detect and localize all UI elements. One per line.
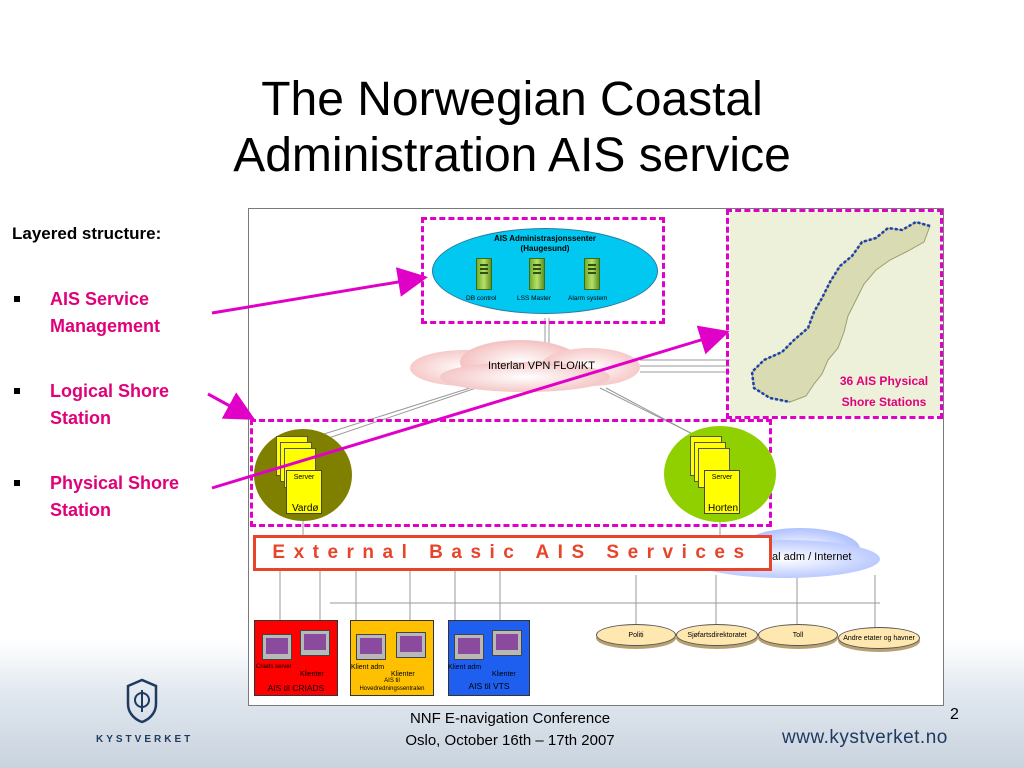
vts-box-label: AIS til VTS — [468, 681, 510, 691]
footer-conference: NNF E-navigation Conference Oslo, Octobe… — [340, 708, 680, 752]
criads-server-icon — [262, 634, 292, 660]
kystverket-logo-icon — [124, 678, 160, 724]
vardo-label: Vardø — [292, 503, 319, 514]
lss-master-label: LSS Master — [517, 295, 551, 302]
hovedredning-client-label: Klienter — [391, 671, 415, 678]
bullet-square-icon — [14, 296, 20, 302]
hovedredning-sub-label: AIS til — [384, 678, 400, 684]
kystverket-crest-icon — [126, 678, 158, 724]
db-control-label: DB control — [466, 295, 497, 302]
physical-stations-dashed-box — [726, 209, 943, 419]
agency-sjofartsdirektoratet[interactable]: Sjøfartsdirektoratet — [676, 624, 758, 646]
norway-coast-illustration — [750, 220, 931, 404]
footer-line-2: Oslo, October 16th – 17th 2007 — [405, 732, 615, 749]
kystverket-logo-text: KYSTVERKET — [96, 734, 194, 745]
vardo-server-label: Server — [286, 470, 322, 514]
bullet-square-icon — [14, 388, 20, 394]
bullet-logical-shore-station: Logical Shore Station — [12, 378, 227, 432]
admin-center-ellipse — [432, 228, 658, 314]
criads-client-monitor-icon — [300, 630, 330, 656]
vts-client-label: Klienter — [492, 671, 516, 678]
bullet-square-icon — [14, 480, 20, 486]
vts-server-label: Klient adm — [448, 664, 482, 671]
admin-center-title: AIS Administrasjonssenter (Haugesund) — [494, 234, 596, 253]
alarm-system-server-icon — [584, 258, 600, 290]
slide-title: The Norwegian Coastal Administration AIS… — [0, 72, 1024, 184]
vts-client-monitor-icon — [492, 630, 522, 656]
hovedredning-client-monitor-icon — [396, 632, 426, 658]
criads-box-label: AIS til CRIADS — [267, 683, 325, 693]
hovedredning-server-icon — [356, 634, 386, 660]
horten-server-label: Server — [704, 470, 740, 514]
layered-structure-heading: Layered structure: — [12, 224, 162, 243]
page-number: 2 — [950, 706, 959, 723]
criads-client-label: Klienter — [300, 671, 324, 678]
db-control-server-icon — [476, 258, 492, 290]
footer-url[interactable]: www.kystverket.no — [782, 727, 948, 748]
hovedredning-server-label: Klient adm — [351, 664, 385, 671]
title-line-1: The Norwegian Coastal — [261, 73, 763, 126]
vts-server-icon — [454, 634, 484, 660]
criads-server-label: Criads server — [256, 664, 292, 670]
alarm-system-label: Alarm system — [568, 295, 608, 302]
norway-map — [730, 212, 940, 416]
vpn-label: Interlan VPN FLO/IKT — [488, 360, 595, 372]
bullet-physical-shore-station: Physical Shore Station — [12, 470, 227, 524]
hovedredning-box-label: Hovedredningssentralen — [359, 686, 425, 692]
title-line-2: Administration AIS service — [233, 129, 791, 182]
external-network-label: al adm / Internet — [772, 551, 852, 563]
external-services-label: External Basic AIS Services — [272, 542, 753, 563]
bullet-service-management: AIS Service Management — [12, 286, 227, 340]
agency-toll[interactable]: Toll — [758, 624, 838, 646]
external-services-box — [253, 535, 772, 571]
agency-politi[interactable]: Politi — [596, 624, 676, 646]
physical-stations-label: 36 AIS Physical Shore Stations — [839, 374, 929, 409]
horten-label: Horten — [708, 503, 739, 514]
lss-master-server-icon — [529, 258, 545, 290]
agency-andre-etater[interactable]: Andre etater og havner — [838, 627, 920, 649]
layer-bullet-list: AIS Service Management Logical Shore Sta… — [12, 286, 227, 562]
footer-line-1: NNF E-navigation Conference — [409, 710, 611, 727]
